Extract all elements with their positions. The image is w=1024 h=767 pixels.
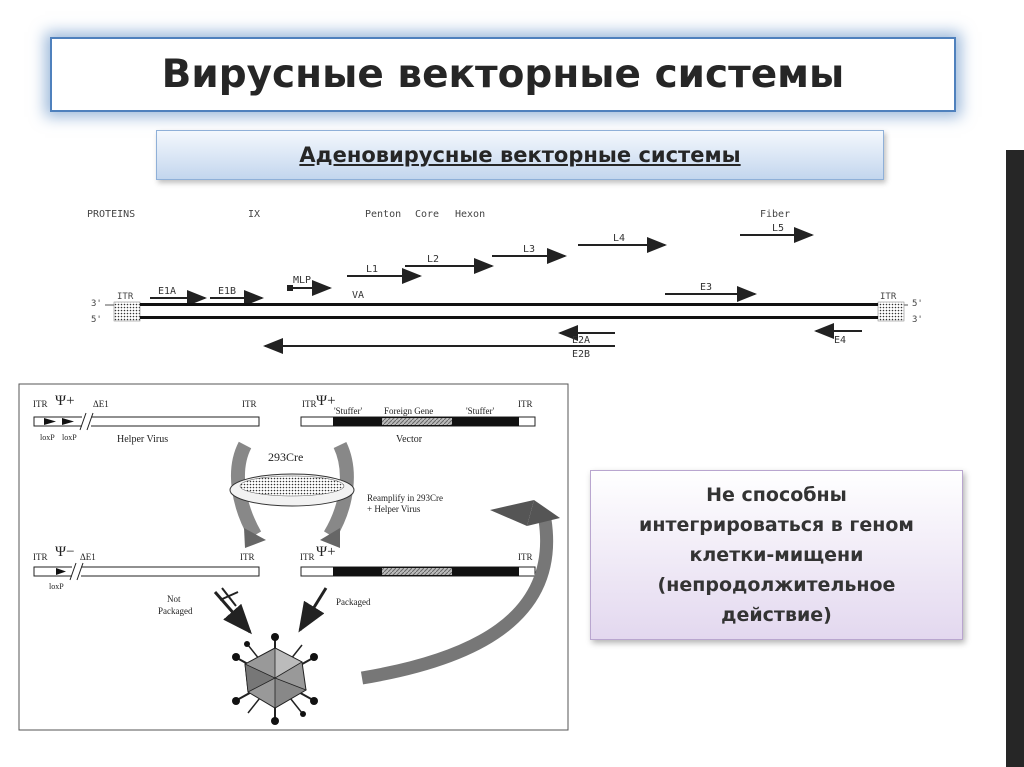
mlp-block — [287, 285, 293, 291]
helper-break-gap — [82, 414, 91, 429]
excised-loxp-triangle — [56, 568, 66, 575]
protein-hexon: Hexon — [455, 209, 485, 220]
vector-itr-left: ITR — [302, 399, 317, 409]
end-5-right: 5' — [912, 299, 923, 309]
helper-break-2 — [86, 412, 94, 431]
subtitle-box: Аденовирусные векторные системы — [156, 130, 884, 180]
reamplify-label-1: Reamplify in 293Cre — [367, 493, 443, 503]
curved-arrow-left-head — [244, 528, 266, 548]
note-line-4: (непродолжительное — [657, 574, 896, 596]
note-line-2: интегрироваться в геном — [639, 514, 914, 536]
itr-left-label: ITR — [117, 292, 134, 302]
reamplify-arrow-head — [527, 500, 560, 526]
foreign-gene-block — [382, 418, 452, 425]
helper-genome-bar — [33, 416, 260, 427]
protein-penton: Penton — [365, 209, 401, 220]
proteins-label: PROTEINS — [87, 209, 135, 220]
label-e3: E3 — [700, 282, 712, 293]
label-l4: L4 — [613, 233, 625, 244]
cell-line-label: 293Cre — [268, 450, 303, 464]
label-l2: L2 — [427, 254, 439, 265]
note-box: Не способны интегрироваться в геном клет… — [590, 470, 963, 640]
title-box: Вирусные векторные системы — [50, 37, 956, 112]
label-l3: L3 — [523, 244, 535, 255]
excised-itr-right: ITR — [240, 552, 255, 562]
not-packaged-label-1: Not — [167, 594, 181, 604]
end-3-right: 3' — [912, 315, 923, 325]
reamplify-arrow-shaft — [360, 519, 554, 685]
label-e4: E4 — [834, 335, 846, 346]
stuffer-right-label: 'Stuffer' — [466, 406, 494, 416]
excised-genome-bar — [33, 566, 260, 577]
end-3-left: 3' — [91, 299, 102, 309]
label-l5: L5 — [772, 223, 784, 234]
block-mark-2 — [221, 587, 237, 607]
label-e2a: E2A — [572, 335, 590, 346]
excised-break-gap — [72, 564, 81, 579]
note-line-3: клетки-мищени — [689, 544, 864, 566]
vector2-itr-right: ITR — [518, 552, 533, 562]
excised-psi-minus: Ψ− — [55, 544, 75, 560]
excised-break-2 — [76, 562, 84, 581]
genome-strand-bottom — [140, 316, 878, 319]
label-l1: L1 — [366, 264, 378, 275]
slide-title: Вирусные векторные системы — [161, 52, 845, 97]
reamplify-arrow-head-left — [490, 500, 534, 526]
vector-itr-right: ITR — [518, 399, 533, 409]
excised-delta-e1: ΔE1 — [80, 552, 96, 562]
packaged-arrow — [298, 587, 328, 633]
label-mlp: MLP — [293, 275, 311, 286]
helper-virus-label: Helper Virus — [117, 434, 168, 445]
genome-strand-top — [140, 303, 878, 306]
itr-left-box — [113, 301, 141, 322]
not-packaged-label-2: Packaged — [158, 606, 193, 616]
vector2-itr-left: ITR — [300, 552, 315, 562]
adenovirus-virion — [232, 633, 318, 725]
protein-fiber: Fiber — [760, 209, 790, 220]
reamplify-label-2: + Helper Virus — [367, 504, 421, 514]
label-e2b: E2B — [572, 349, 590, 360]
excised-loxp-label: loxP — [49, 582, 64, 591]
helper-loxp-label-1: loxP — [40, 433, 55, 442]
itr-right-label: ITR — [880, 292, 897, 302]
loxp-triangle-1 — [44, 418, 56, 425]
curved-arrow-right-head — [320, 528, 340, 548]
vector-psi-plus: Ψ+ — [316, 393, 336, 409]
helper-psi-plus: Ψ+ — [55, 393, 75, 409]
stuffer-left-label: 'Stuffer' — [334, 406, 362, 416]
vector2-psi-plus: Ψ+ — [316, 544, 336, 560]
excised-break-1 — [69, 562, 77, 581]
foreign-gene-label: Foreign Gene — [384, 406, 433, 416]
helper-loxp-label-2: loxP — [62, 433, 77, 442]
itr-right-box — [877, 301, 905, 322]
loxp-triangle-2 — [62, 418, 74, 425]
note-line-1: Не способны — [706, 484, 847, 506]
slide-subtitle: Аденовирусные векторные системы — [299, 143, 741, 167]
helper-break-1 — [79, 412, 87, 431]
helper-itr-left: ITR — [33, 399, 48, 409]
label-e1a: E1A — [158, 286, 176, 297]
label-va: VA — [352, 290, 364, 301]
protein-core: Core — [415, 209, 439, 220]
end-5-left: 5' — [91, 315, 102, 325]
right-accent-bar-gap — [1006, 0, 1024, 150]
note-line-5: действие) — [721, 604, 832, 626]
helper-delta-e1: ΔE1 — [93, 399, 109, 409]
protein-ix: IX — [248, 209, 260, 220]
vector-label: Vector — [396, 434, 423, 445]
label-e1b: E1B — [218, 286, 236, 297]
helper-itr-right: ITR — [242, 399, 257, 409]
vector2-foreign-gene-block — [382, 568, 452, 575]
right-accent-bar — [1006, 0, 1024, 767]
packaged-label: Packaged — [336, 597, 371, 607]
excised-itr-left: ITR — [33, 552, 48, 562]
cell-layer — [239, 475, 345, 497]
